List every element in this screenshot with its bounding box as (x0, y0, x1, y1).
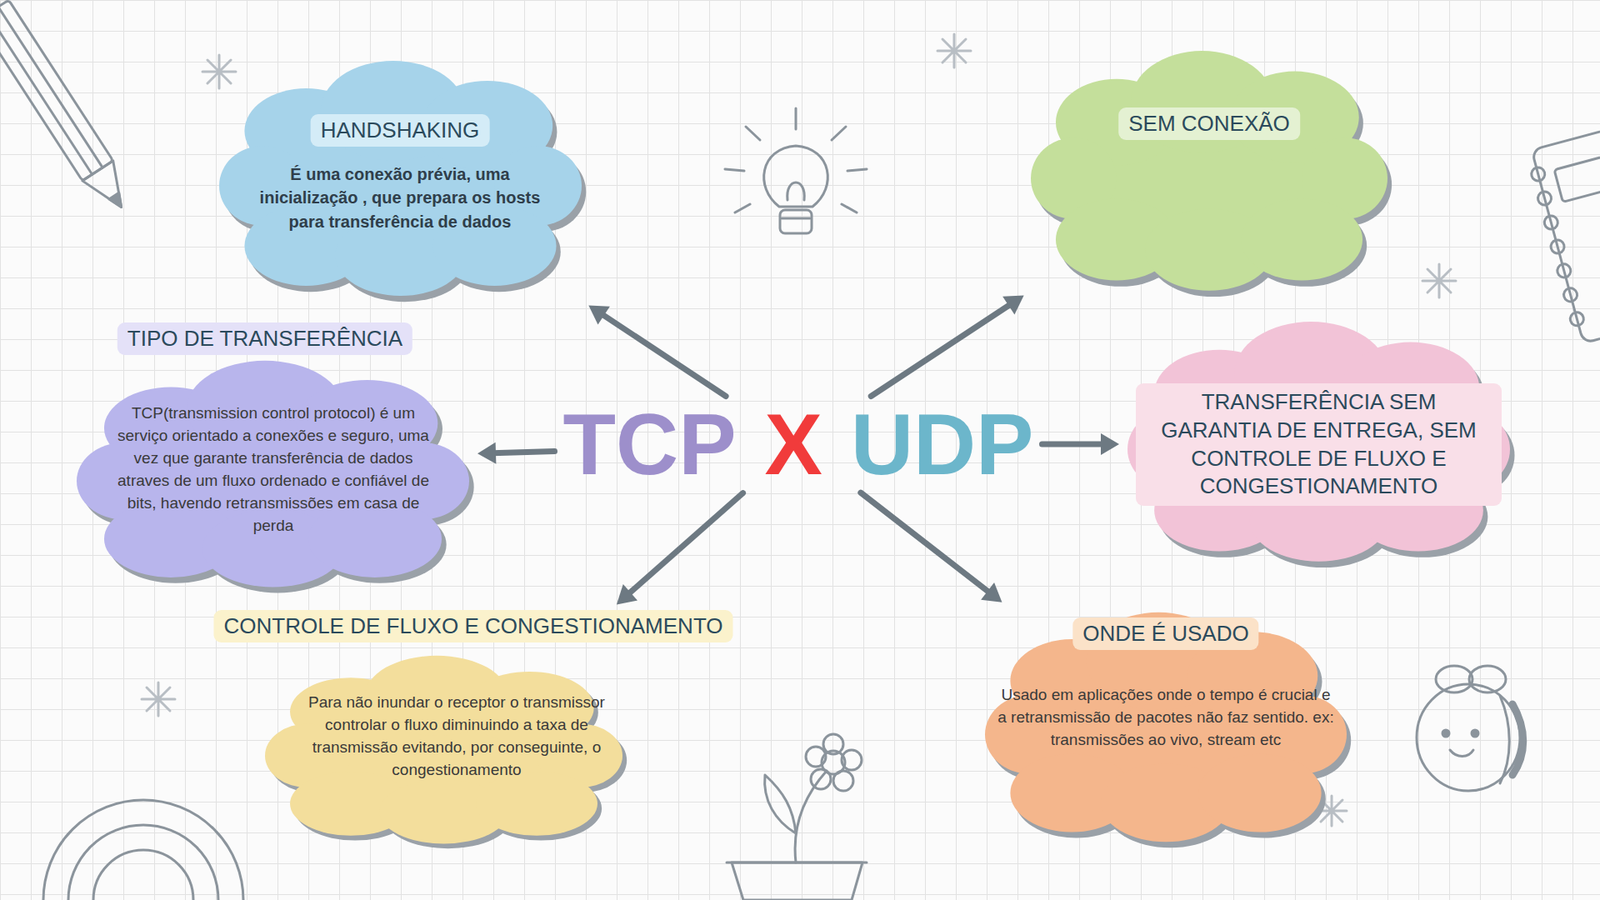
arrow-head (477, 442, 496, 465)
connector-arrow (588, 305, 726, 396)
connector-line (1041, 441, 1105, 448)
heading-pill: TIPO DE TRANSFERÊNCIA (117, 322, 413, 355)
title-node: TCP X UDP (563, 400, 1035, 488)
rainbow-doodle (43, 800, 244, 900)
cloud-fill (1127, 321, 1510, 562)
body-text: É uma conexão prévia, uma inicialização … (258, 162, 542, 234)
cloud-part (475, 771, 598, 836)
cloud-part (308, 500, 442, 577)
connector-line (860, 492, 990, 594)
pencil-doodle (0, 0, 137, 217)
body-text: TCP(transmission control protocol) é um … (106, 402, 440, 538)
cloud-fill (265, 655, 623, 845)
cloud-node: TRANSFERÊNCIA SEM GARANTIA DE ENTREGA, S… (1127, 316, 1510, 572)
cloud-part (1241, 199, 1364, 281)
cloud-node: SEM CONEXÃO (1030, 45, 1388, 301)
cloud-part (1198, 754, 1322, 833)
heading-pill: ONDE É USADO (1072, 617, 1259, 650)
title-word: UDP (850, 400, 1035, 488)
arrow-head (980, 582, 1002, 603)
cloud-node: CONTROLE DE FLUXO E CONGESTIONAMENTOPara… (237, 610, 710, 852)
connector-arrow (870, 295, 1024, 397)
cloud-node: ONDE É USADO Usado em aplicações onde o t… (985, 607, 1347, 852)
cloud-node: HANDSHAKING É uma conexão prévia, uma ini… (219, 55, 582, 306)
connector-line (627, 493, 743, 595)
arrow-head (616, 584, 638, 605)
cloud-fill (76, 360, 470, 588)
connector-line (492, 451, 555, 454)
arrow-head (1002, 295, 1025, 315)
arrow-head (1100, 433, 1120, 455)
notebook-doodle (1525, 124, 1600, 345)
flower-pot-doodle (726, 734, 867, 900)
heading-pill: SEM CONEXÃO (1118, 107, 1300, 140)
title-word: TCP (563, 400, 737, 488)
cloud-fill (985, 612, 1347, 842)
connector-line (600, 313, 726, 396)
heading-pill: HANDSHAKING (310, 114, 490, 147)
bee-doodle (1416, 665, 1524, 791)
cloud-fill (219, 60, 582, 296)
arrow-head (588, 305, 610, 325)
statement-text: TRANSFERÊNCIA SEM GARANTIA DE ENTREGA, S… (1135, 383, 1502, 506)
connector-arrow (616, 493, 744, 605)
title-word: X (765, 400, 823, 488)
connector-arrow (860, 492, 1003, 603)
body-text: Usado em aplicações onde o tempo é cruci… (995, 684, 1337, 752)
lightbulb-doodle (725, 108, 867, 234)
body-text: Para não inundar o receptor o transmisso… (298, 691, 615, 782)
cloud-fill (1030, 50, 1388, 291)
connector-arrow (477, 442, 555, 465)
cloud-shape (1030, 45, 1388, 301)
heading-pill: CONTROLE DE FLUXO E CONGESTIONAMENTO (213, 610, 733, 643)
cloud-node: TIPO DE TRANSFERÊNCIA TCP(transmission co… (76, 322, 470, 597)
connector-arrow (1041, 433, 1120, 455)
connector-line (870, 303, 1011, 396)
